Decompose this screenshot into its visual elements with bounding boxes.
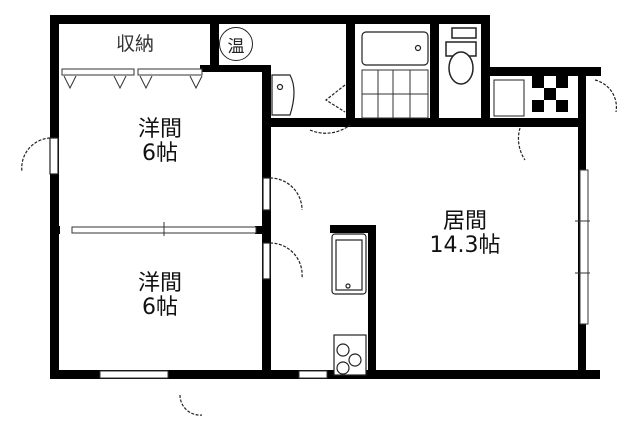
water-heater-icon: 温 — [219, 27, 253, 61]
room-name: 洋間 — [137, 271, 182, 296]
room-name: 洋間 — [137, 117, 182, 142]
room-size: 6帖 — [142, 141, 178, 167]
stove-icon — [333, 334, 367, 376]
kitchen-sink-icon — [331, 233, 367, 295]
room-size: 6帖 — [142, 295, 178, 321]
toilet-icon — [445, 27, 477, 85]
window-bottom — [99, 370, 328, 379]
room-name: 居間 — [442, 209, 487, 234]
room-western-2: 洋間 6帖 — [110, 271, 210, 321]
entrance-tiles — [532, 76, 568, 112]
room-living: 居間 14.3帖 — [400, 209, 530, 259]
closet-doors — [61, 68, 203, 90]
washbasin — [271, 74, 295, 116]
door-swings — [21, 79, 618, 416]
room-storage-label: 収納 — [115, 33, 154, 55]
bathtub-icon — [361, 31, 429, 119]
room-western-1: 洋間 6帖 — [110, 117, 210, 167]
sliding-door-western — [71, 222, 257, 236]
window-right — [575, 169, 590, 325]
room-size: 14.3帖 — [429, 233, 501, 259]
shoe-closet — [493, 79, 525, 117]
